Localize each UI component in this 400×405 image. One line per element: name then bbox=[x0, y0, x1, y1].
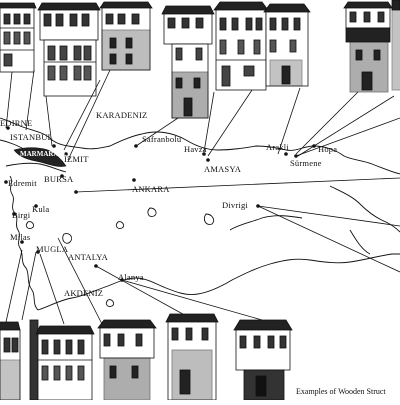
label-istanbul: ISTANBUL bbox=[10, 132, 53, 142]
label-hopa: Hopa bbox=[318, 144, 337, 154]
city-markers bbox=[4, 126, 316, 282]
label-karadeniz: KARADENIZ bbox=[96, 110, 147, 120]
label-birgi: Birgi bbox=[12, 210, 31, 220]
house-illustration-top-7 bbox=[343, 1, 393, 93]
marker-bursa-link bbox=[74, 190, 78, 194]
label-marmara: MARMARA D. bbox=[20, 150, 67, 158]
label-akdeniz: AKDENIZ bbox=[64, 288, 103, 298]
house-illustration-bottom-2 bbox=[29, 319, 95, 401]
label-kula: Kula bbox=[32, 204, 49, 214]
label-alanya: Alanya bbox=[118, 272, 144, 282]
leader-lines bbox=[5, 69, 400, 325]
marker-milas bbox=[20, 240, 24, 244]
label-amasya: AMASYA bbox=[204, 164, 242, 174]
marker-istanbul bbox=[52, 144, 56, 148]
marker-izmit bbox=[64, 152, 68, 156]
house-illustration-top-6 bbox=[263, 3, 311, 87]
marker-amasya bbox=[206, 158, 210, 162]
label-milas: Milas bbox=[10, 232, 30, 242]
label-edremit: Edremit bbox=[8, 178, 37, 188]
label-edirne: EDIRNE bbox=[0, 118, 32, 128]
marker-surmene bbox=[294, 154, 298, 158]
marker-arakli bbox=[284, 152, 288, 156]
marker-mugla bbox=[36, 250, 40, 254]
label-divrigi: Divrigi bbox=[222, 200, 248, 210]
label-bursa: BURSA bbox=[44, 174, 74, 184]
house-illustration-top-2 bbox=[37, 2, 101, 97]
label-ankara: ANKARA bbox=[132, 184, 170, 194]
marker-antalya bbox=[94, 264, 98, 268]
house-illustration-top-4 bbox=[161, 5, 215, 119]
house-illustration-bottom-1 bbox=[0, 321, 21, 401]
marker-havza bbox=[202, 152, 206, 156]
marker-divrigi bbox=[256, 204, 260, 208]
house-illustration-top-8 bbox=[391, 0, 400, 91]
label-safranbolu: Safranbolu bbox=[142, 134, 182, 144]
label-surmene: Sürmene bbox=[290, 158, 322, 168]
marker-ankara bbox=[132, 178, 136, 182]
marker-edirne bbox=[6, 126, 10, 130]
marker-kula bbox=[34, 204, 38, 208]
label-mugla: MUGLA bbox=[36, 244, 69, 254]
house-illustration-top-5 bbox=[213, 1, 269, 91]
house-illustration-bottom-3 bbox=[97, 319, 157, 401]
marmara-sea bbox=[13, 147, 67, 167]
marker-hopa bbox=[312, 144, 316, 148]
label-arakli: Arakli bbox=[266, 142, 289, 152]
label-izmit: IZMIT bbox=[64, 154, 89, 164]
place-labels: EDIRNE ISTANBUL MARMARA D. IZMIT KARADEN… bbox=[0, 110, 337, 298]
house-illustration-top-3 bbox=[99, 1, 153, 71]
marker-safranbolu bbox=[134, 144, 138, 148]
house-illustration-bottom-5 bbox=[233, 319, 293, 401]
marker-birgi bbox=[12, 212, 16, 216]
house-illustration-bottom-4 bbox=[165, 313, 219, 401]
label-antalya: ANTALYA bbox=[68, 252, 109, 262]
marker-alanya bbox=[120, 278, 124, 282]
house-illustration-top-1 bbox=[0, 2, 37, 73]
label-havza: Havza bbox=[184, 144, 207, 154]
marker-edremit bbox=[4, 180, 8, 184]
figure-caption: Examples of Wooden Struct bbox=[296, 387, 386, 396]
marker-bursa bbox=[60, 174, 64, 178]
